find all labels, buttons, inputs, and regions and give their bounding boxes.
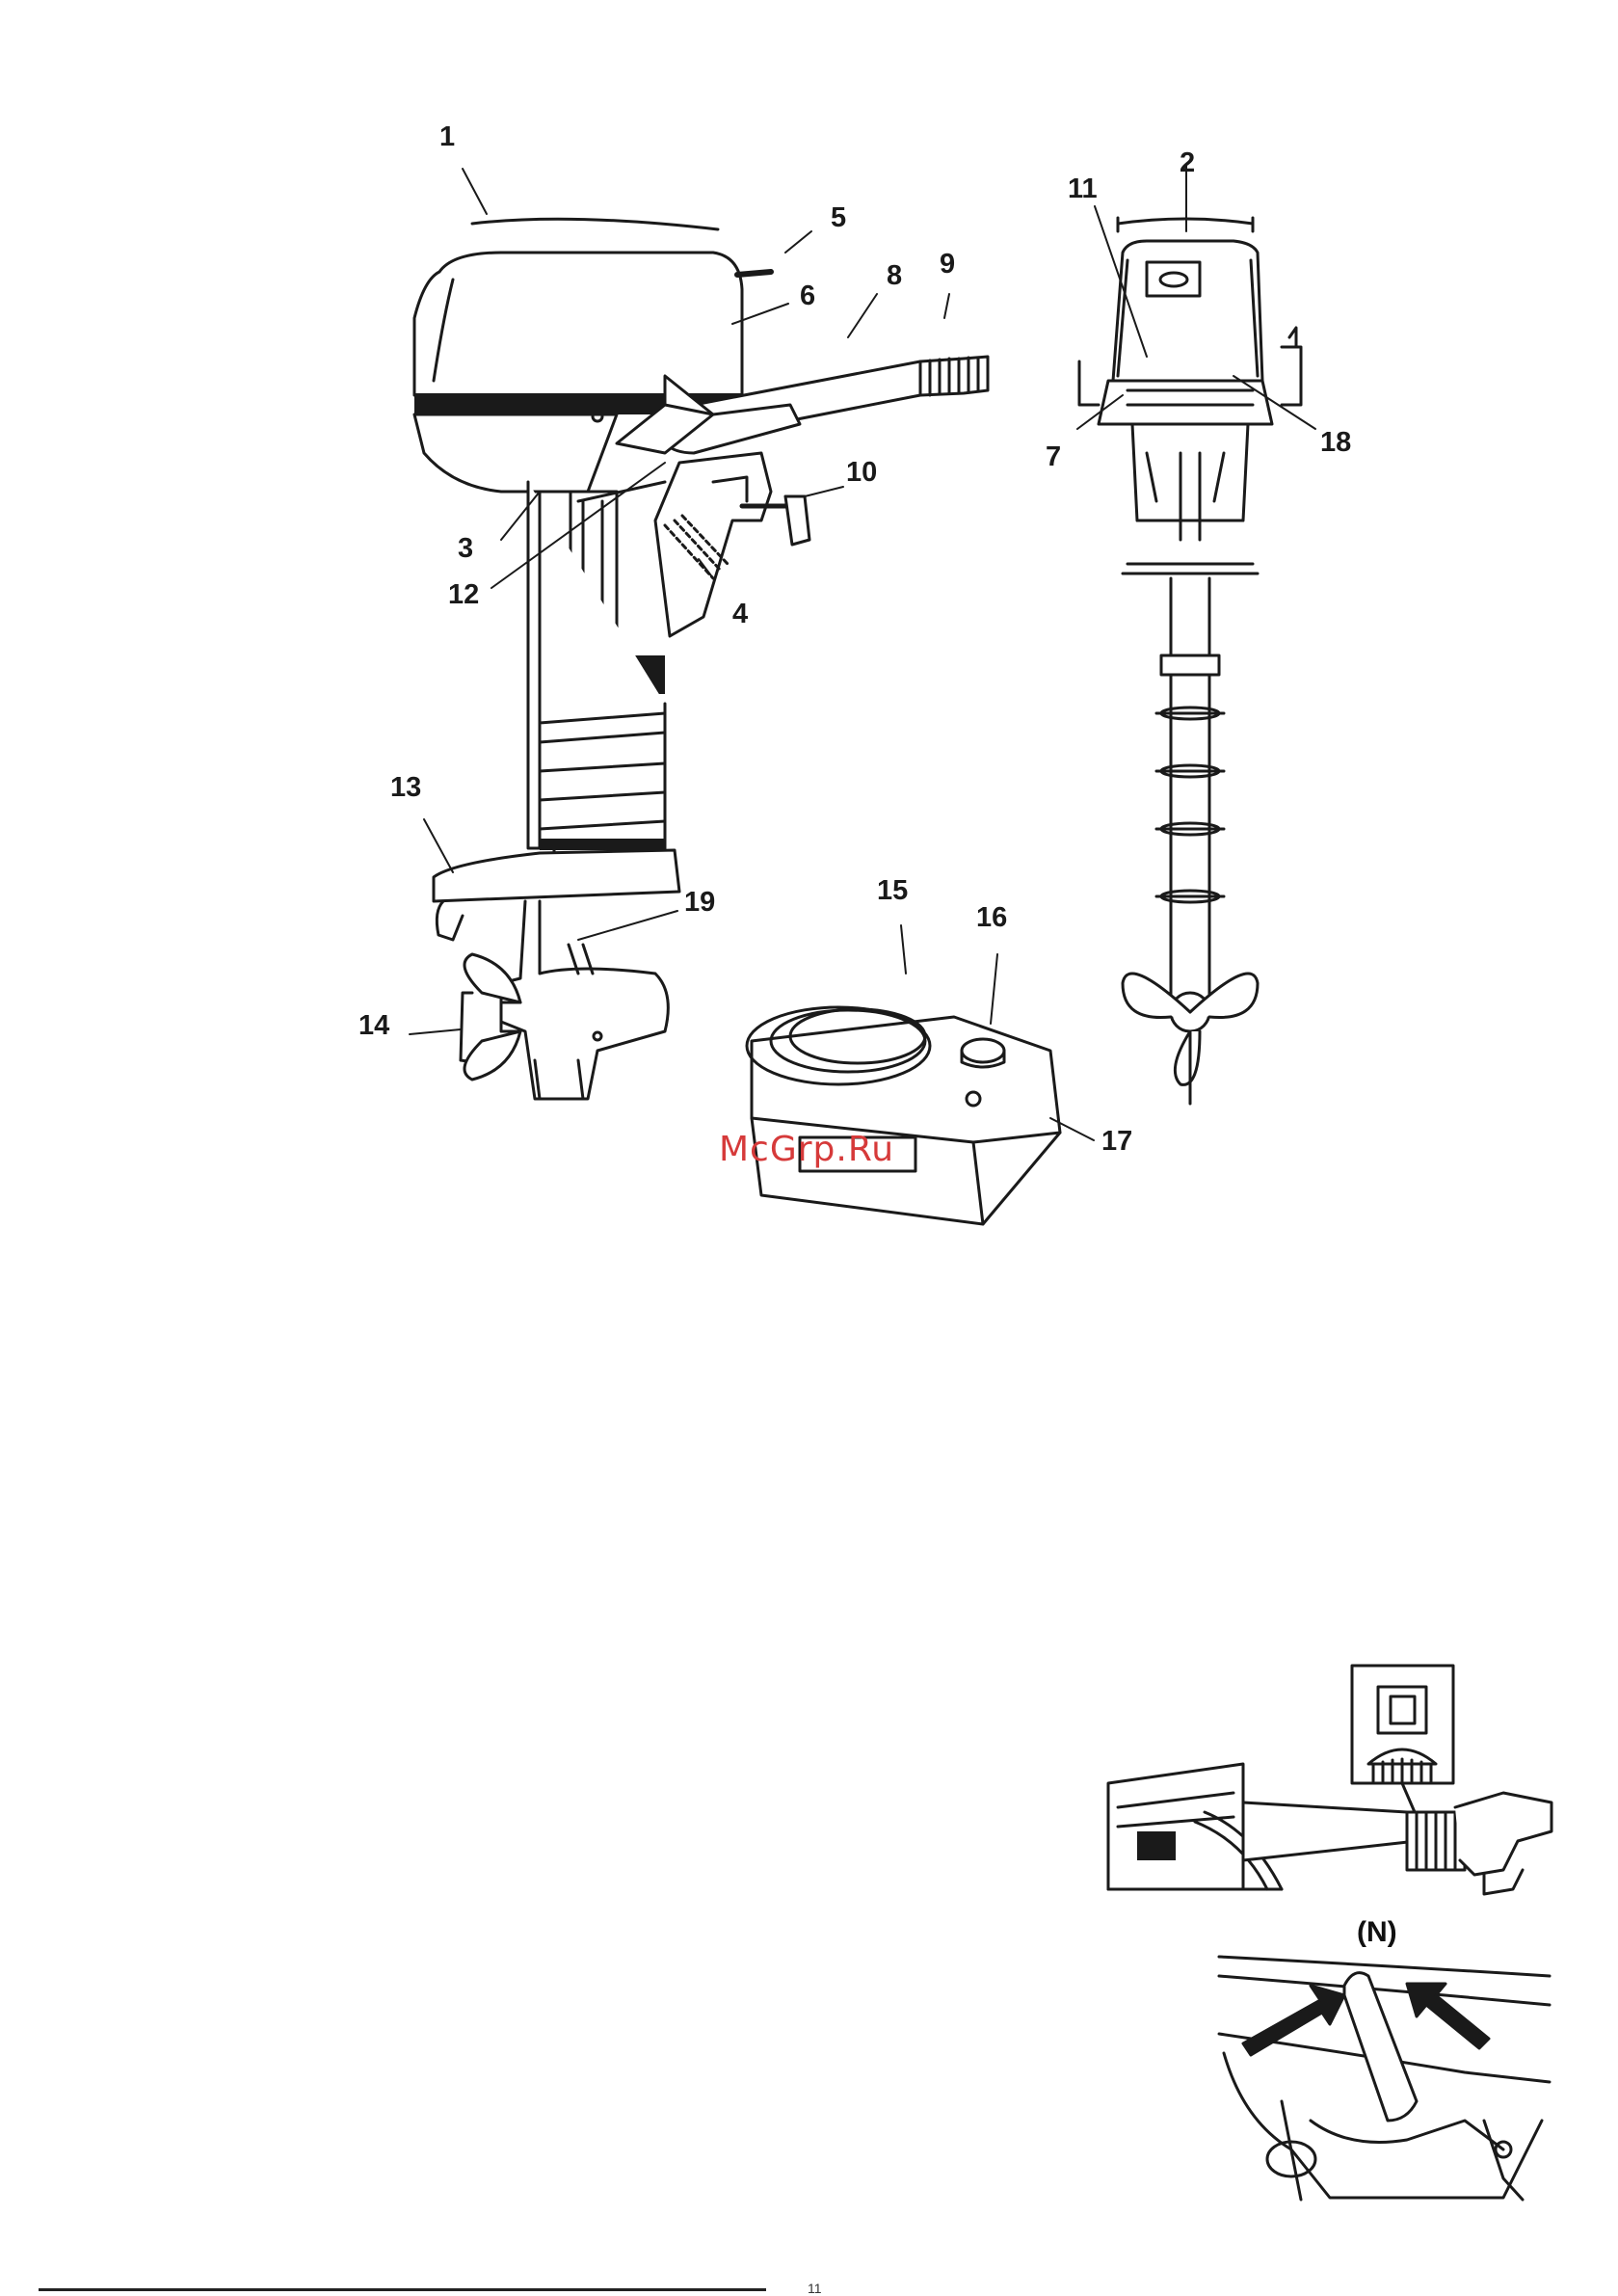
footer-rule	[39, 2288, 766, 2291]
neutral-position-label: (N)	[1357, 1916, 1397, 1949]
page-number: 11	[808, 2281, 822, 2296]
